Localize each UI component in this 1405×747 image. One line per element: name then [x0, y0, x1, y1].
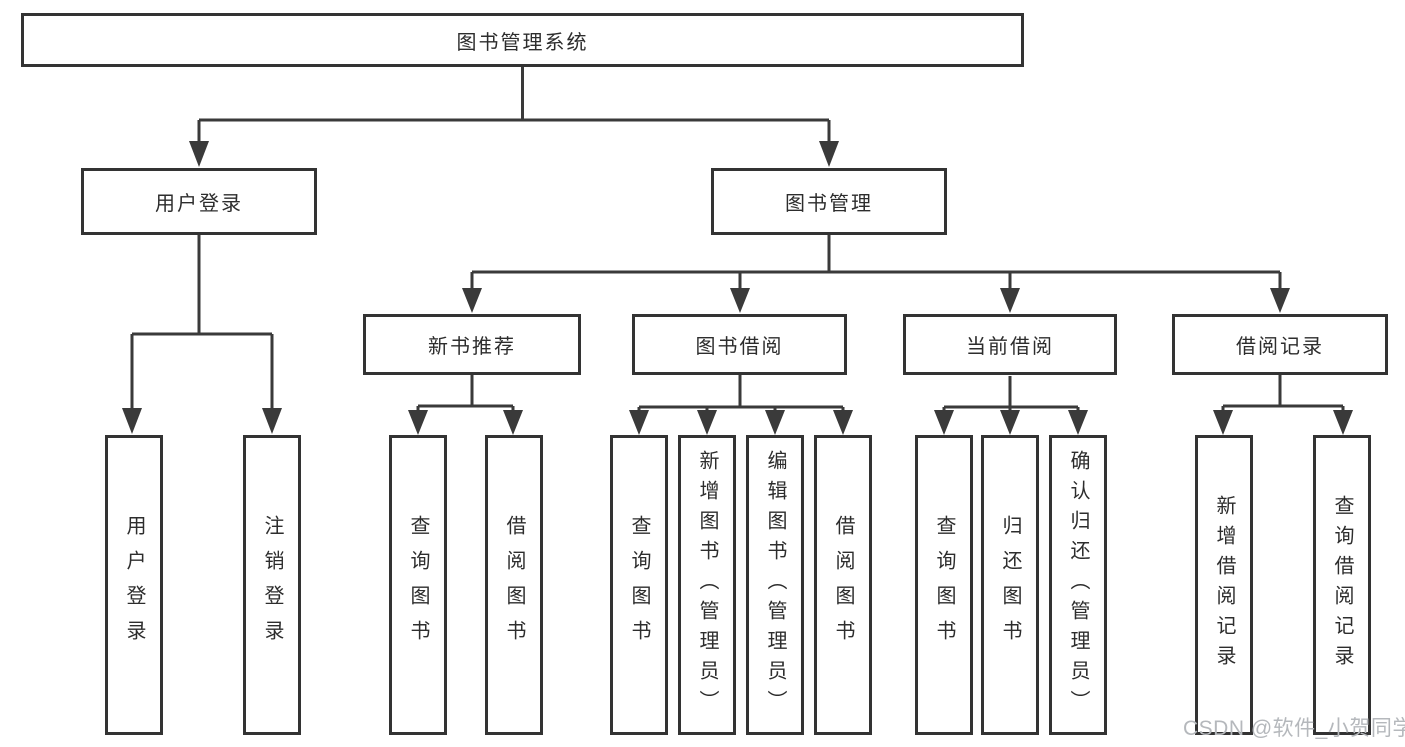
leaf-bb-query-book: 查询图书 [610, 435, 668, 735]
connector-book-borrow [629, 375, 853, 435]
node-book-borrow-label: 图书借阅 [695, 336, 784, 358]
node-book-management-label: 图书管理 [785, 193, 873, 215]
node-borrow-records-label: 借阅记录 [1236, 336, 1324, 358]
node-new-book-recommend: 新书推荐 [363, 314, 581, 375]
leaf-cb-confirm-return-admin-label: 确认归还（管理员） [1067, 450, 1089, 720]
watermark: CSDN @软件_小贺同学 [1183, 717, 1405, 740]
leaf-logout-label: 注销登录 [261, 515, 283, 655]
leaf-br-add-record-label: 新增借阅记录 [1213, 495, 1235, 675]
leaf-cb-return-book: 归还图书 [981, 435, 1039, 735]
leaf-br-query-record: 查询借阅记录 [1313, 435, 1371, 735]
leaf-user-login-label: 用户登录 [123, 515, 145, 655]
node-borrow-records: 借阅记录 [1172, 314, 1388, 375]
node-root: 图书管理系统 [21, 13, 1024, 67]
leaf-user-login: 用户登录 [105, 435, 163, 735]
leaf-bb-borrow-book-label: 借阅图书 [832, 515, 854, 655]
leaf-cb-query-book-label: 查询图书 [933, 515, 955, 655]
leaf-cb-return-book-label: 归还图书 [999, 515, 1021, 655]
leaf-cb-query-book: 查询图书 [915, 435, 973, 735]
leaf-br-add-record: 新增借阅记录 [1195, 435, 1253, 735]
leaf-bb-edit-book-admin-label: 编辑图书（管理员） [764, 450, 786, 720]
node-book-borrow: 图书借阅 [632, 314, 847, 375]
node-current-borrow: 当前借阅 [903, 314, 1117, 375]
connector-new-book-recommend [408, 375, 523, 435]
leaf-bb-borrow-book: 借阅图书 [814, 435, 872, 735]
leaf-br-query-record-label: 查询借阅记录 [1331, 495, 1353, 675]
connector-book-management [462, 235, 1290, 313]
leaf-bb-add-book-admin: 新增图书（管理员） [678, 435, 736, 735]
node-root-label: 图书管理系统 [456, 31, 589, 54]
connector-borrow-records [1213, 375, 1353, 435]
leaf-nb-query-book-label: 查询图书 [407, 515, 429, 655]
leaf-cb-confirm-return-admin: 确认归还（管理员） [1049, 435, 1107, 735]
leaf-bb-edit-book-admin: 编辑图书（管理员） [746, 435, 804, 735]
node-user-login: 用户登录 [81, 168, 317, 235]
leaf-nb-borrow-book-label: 借阅图书 [503, 515, 525, 655]
node-new-book-recommend-label: 新书推荐 [428, 336, 516, 358]
leaf-nb-borrow-book: 借阅图书 [485, 435, 543, 735]
connector-current-borrow [934, 376, 1088, 435]
node-user-login-label: 用户登录 [155, 193, 243, 215]
leaf-bb-add-book-admin-label: 新增图书（管理员） [696, 450, 718, 720]
leaf-bb-query-book-label: 查询图书 [628, 515, 650, 655]
connector-user-login [122, 235, 282, 434]
node-book-management: 图书管理 [711, 168, 947, 235]
leaf-nb-query-book: 查询图书 [389, 435, 447, 735]
leaf-logout: 注销登录 [243, 435, 301, 735]
node-current-borrow-label: 当前借阅 [966, 336, 1054, 358]
connector-root [189, 67, 839, 167]
